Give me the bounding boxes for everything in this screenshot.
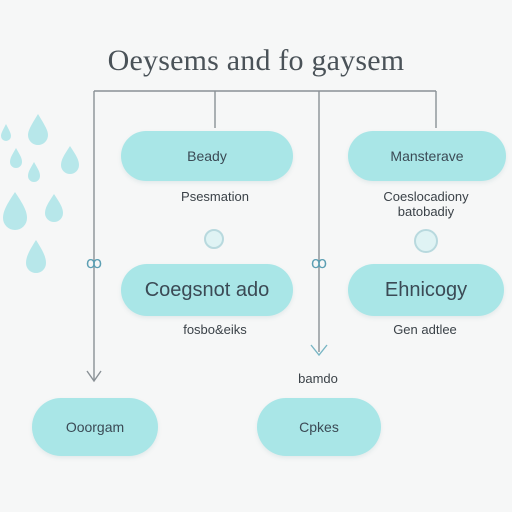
node-bottom-mid[interactable]: Cpkes (257, 398, 381, 456)
node-label: Coegsnot ado (144, 278, 270, 301)
node-label: Cpkes (299, 419, 339, 435)
node-caption-mid-left: fosbo&eiks (183, 322, 247, 337)
water-drop-icon (1, 124, 11, 141)
node-caption-top-left: Psesmation (181, 189, 249, 204)
node-label: Mansterave (390, 148, 464, 164)
water-drop-icon (61, 146, 79, 174)
node-dot-icon (414, 229, 438, 253)
water-drop-icon (26, 240, 46, 273)
water-drop-icon (28, 162, 40, 182)
node-bottom-left[interactable]: Ooorgam (32, 398, 158, 456)
water-drop-icon (28, 114, 48, 145)
node-label: Ooorgam (65, 419, 125, 435)
connector-marker-left: ꝏ (85, 255, 103, 272)
down-arrow-icon (310, 344, 328, 357)
node-caption-top-right: Coeslocadiony batobadiy (383, 189, 469, 219)
node-top-left[interactable]: Beady (121, 131, 293, 181)
water-drop-icon (10, 148, 22, 168)
node-mid-right[interactable]: Ehnicogy (348, 264, 504, 316)
water-drop-icon (3, 192, 27, 230)
node-label: Ehnicogy (384, 278, 468, 301)
diagram-title: Oeysems and fo gaysem (107, 44, 405, 77)
node-label: Beady (187, 148, 227, 164)
water-drop-icon (45, 194, 63, 222)
connector-caption-mid: bamdo (298, 371, 338, 386)
node-dot-icon (204, 229, 224, 249)
node-mid-left[interactable]: Coegsnot ado (121, 264, 293, 316)
water-drops-group (1, 114, 79, 273)
node-top-right[interactable]: Mansterave (348, 131, 506, 181)
node-caption-mid-right: Gen adtlee (393, 322, 457, 337)
connector-marker-mid: ꝏ (310, 255, 328, 272)
down-arrow-icon (86, 370, 102, 383)
